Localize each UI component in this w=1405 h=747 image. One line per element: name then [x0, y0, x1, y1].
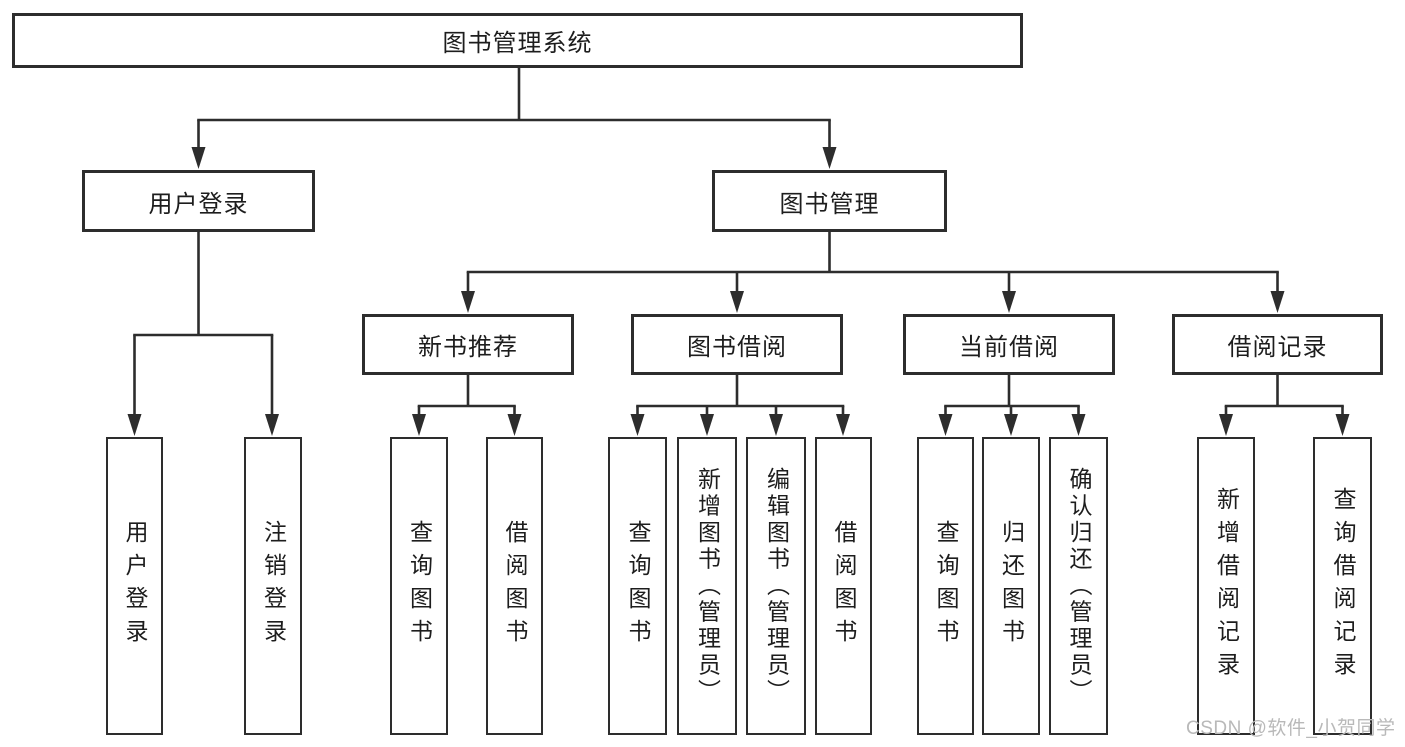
node-current-borrowing-label: 当前借阅 — [959, 334, 1059, 361]
leaf-add-borrow-record-label: 新增借阅记录 — [1213, 487, 1240, 685]
node-book-borrowing-label: 图书借阅 — [687, 334, 787, 361]
leaf-borrowing-borrow-books: 借阅图书 — [815, 437, 872, 735]
node-new-book-recommend-label: 新书推荐 — [418, 334, 518, 361]
leaf-user-login: 用户登录 — [106, 437, 163, 735]
leaf-confirm-return-admin-label: 确认归还（管理员） — [1066, 466, 1092, 706]
node-current-borrowing: 当前借阅 — [903, 314, 1115, 375]
leaf-borrowing-query-books-label: 查询图书 — [625, 520, 651, 652]
node-book-borrowing: 图书借阅 — [631, 314, 843, 375]
csdn-watermark: CSDN @软件_小贺同学 — [1186, 718, 1396, 739]
arrowheads — [127, 147, 1350, 436]
leaf-return-books-label: 归还图书 — [998, 520, 1025, 652]
node-user-login: 用户登录 — [82, 170, 315, 232]
node-borrowing-records-label: 借阅记录 — [1227, 334, 1328, 361]
leaf-current-query-books-label: 查询图书 — [933, 520, 959, 652]
node-book-management-system: 图书管理系统 — [12, 13, 1023, 68]
leaf-borrowing-borrow-books-label: 借阅图书 — [831, 520, 857, 652]
leaf-recommend-query-books-label: 查询图书 — [406, 520, 433, 652]
leaf-edit-books-admin: 编辑图书（管理员） — [746, 437, 806, 735]
node-user-login-label: 用户登录 — [148, 190, 249, 218]
leaf-logout: 注销登录 — [244, 437, 302, 735]
leaf-return-books: 归还图书 — [982, 437, 1040, 735]
leaf-add-books-admin-label: 新增图书（管理员） — [694, 466, 721, 706]
leaf-current-query-books: 查询图书 — [917, 437, 974, 735]
leaf-query-borrow-record-label: 查询借阅记录 — [1330, 487, 1356, 685]
node-book-management-label: 图书管理 — [779, 190, 880, 218]
leaf-query-borrow-record: 查询借阅记录 — [1313, 437, 1372, 735]
leaf-logout-label: 注销登录 — [260, 520, 287, 652]
leaf-recommend-borrow-books-label: 借阅图书 — [502, 520, 528, 652]
leaf-user-login-label: 用户登录 — [122, 520, 148, 652]
leaf-recommend-borrow-books: 借阅图书 — [486, 437, 543, 735]
leaf-confirm-return-admin: 确认归还（管理员） — [1049, 437, 1108, 735]
node-new-book-recommend: 新书推荐 — [362, 314, 574, 375]
leaf-add-borrow-record: 新增借阅记录 — [1197, 437, 1255, 735]
leaf-edit-books-admin-label: 编辑图书（管理员） — [763, 466, 790, 706]
node-book-management: 图书管理 — [712, 170, 947, 232]
node-borrowing-records: 借阅记录 — [1172, 314, 1383, 375]
node-book-management-system-label: 图书管理系统 — [442, 30, 593, 57]
leaf-borrowing-query-books: 查询图书 — [608, 437, 667, 735]
leaf-recommend-query-books: 查询图书 — [390, 437, 448, 735]
leaf-add-books-admin: 新增图书（管理员） — [677, 437, 737, 735]
